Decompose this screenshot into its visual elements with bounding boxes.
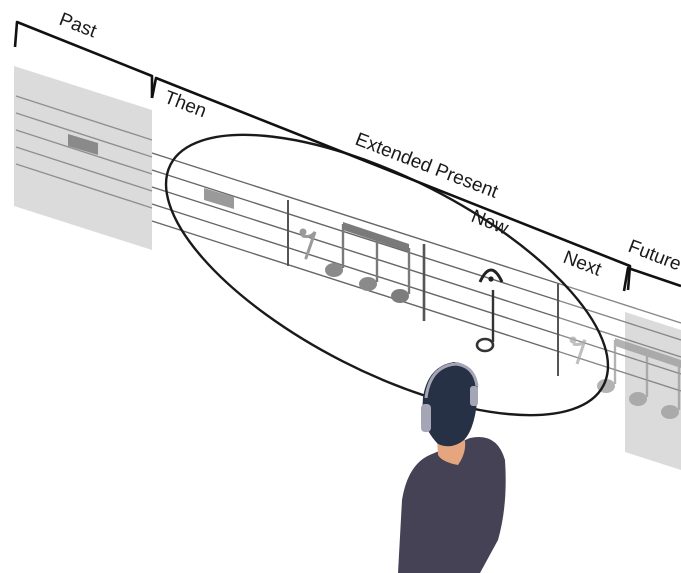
note-head (359, 277, 377, 291)
then-bracket (150, 76, 632, 291)
now-whole-note (475, 268, 504, 353)
label-then: Then (161, 87, 209, 122)
future-fade-block (625, 312, 681, 470)
next-staff (559, 283, 681, 392)
then-half-rest-icon (204, 188, 234, 209)
label-now: Now (468, 206, 511, 239)
bar-lines (287, 200, 559, 376)
past-staff (15, 95, 153, 209)
eighth-notes-group (325, 222, 411, 303)
past-fade-block (14, 66, 152, 250)
future-panel (625, 312, 681, 470)
person-hair (422, 362, 478, 447)
past-bracket (13, 20, 154, 98)
fermata-icon (478, 268, 504, 283)
headphones-earcup (470, 386, 478, 406)
person-icon (398, 362, 506, 573)
past-half-rest-icon (68, 134, 98, 155)
note-head (391, 289, 409, 303)
headphones-icon (424, 362, 479, 399)
headphones-earcup (421, 404, 431, 432)
note-head (325, 263, 343, 277)
extended-present-ellipse (164, 133, 610, 417)
future-bracket (622, 266, 681, 292)
person-shirt (398, 436, 506, 573)
whole-note-icon (475, 337, 495, 353)
quarter-rest-icon (299, 228, 317, 260)
next-notes (569, 336, 681, 419)
note-beam (343, 222, 409, 252)
past-panel (14, 66, 153, 250)
label-past: Past (56, 9, 100, 42)
